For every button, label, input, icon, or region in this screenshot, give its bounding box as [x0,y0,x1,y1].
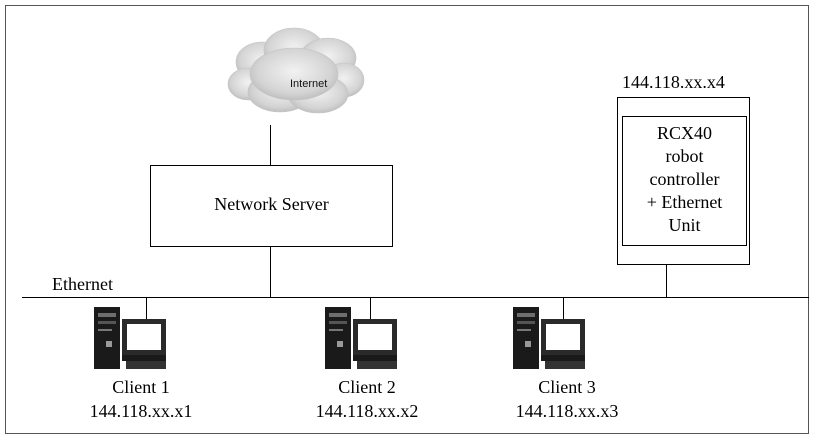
controller-ethernet-link [666,265,667,298]
controller-panel: RCX40 robot controller + Ethernet Unit [622,116,747,246]
server-ethernet-link [270,247,271,298]
cloud-server-link [270,125,271,165]
client-1-link [146,297,147,323]
client-ip: 144.118.xx.x1 [89,401,193,421]
network-server-box: Network Server [150,165,393,247]
client-name: Client 3 [538,377,596,397]
controller-label: RCX40 robot controller + Ethernet Unit [623,122,746,237]
client-2-computer-icon [325,307,397,369]
client-1-label: Client 1 144.118.xx.x1 [61,375,221,423]
client-ip: 144.118.xx.x2 [315,401,419,421]
client-2-link [370,297,371,323]
client-3-link [563,297,564,323]
controller-line: RCX40 [656,123,712,143]
network-server-label: Network Server [214,194,329,214]
client-1-computer-icon [94,307,166,369]
client-name: Client 1 [112,377,170,397]
controller-line: Unit [668,215,701,235]
internet-label: Internet [290,78,328,90]
client-name: Client 2 [338,377,396,397]
controller-line: robot [665,146,704,166]
controller-line: + Ethernet [646,192,723,212]
client-ip: 144.118.xx.x3 [515,401,619,421]
controller-box: RCX40 robot controller + Ethernet Unit [617,97,750,265]
internet-cloud-icon [227,27,365,114]
client-3-label: Client 3 144.118.xx.x3 [487,375,647,423]
ethernet-label: Ethernet [52,274,113,294]
controller-line: controller [649,169,720,189]
client-2-label: Client 2 144.118.xx.x2 [287,375,447,423]
client-3-computer-icon [513,307,585,369]
controller-ip: 144.118.xx.x4 [622,72,725,92]
ethernet-bus [22,297,809,298]
